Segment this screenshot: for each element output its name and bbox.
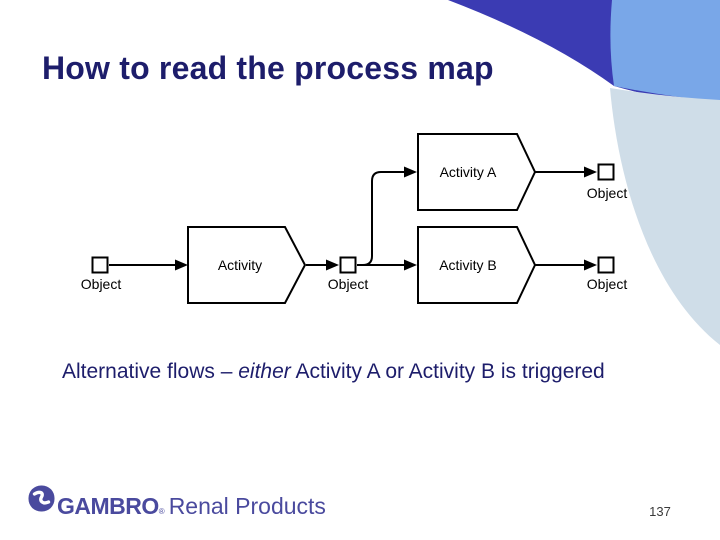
object-label-a: Object <box>586 185 628 201</box>
slide-title: How to read the process map <box>42 50 494 86</box>
logo-product-line: Renal Products <box>168 493 326 519</box>
object-square-left <box>91 256 109 274</box>
activity-a-label: Activity A <box>439 164 497 180</box>
corner-decoration <box>448 0 720 345</box>
caption: Alternative flows – either Activity A or… <box>62 360 702 384</box>
connector-object-mid-to-activity-a <box>357 166 417 266</box>
activity-label: Activity <box>217 257 263 273</box>
company-logo: GAMBRO®Renal Products <box>28 485 326 520</box>
logo-text: GAMBRO®Renal Products <box>57 493 326 520</box>
caption-suffix: Activity A or Activity B is triggered <box>290 360 605 383</box>
activity-b-shape <box>417 226 537 304</box>
gambro-swirl-icon <box>28 485 55 512</box>
object-label-b: Object <box>586 276 628 292</box>
caption-italic-word: either <box>238 360 291 383</box>
decor-circle-pale <box>610 88 720 345</box>
page-number: 137 <box>649 504 671 519</box>
object-label-left: Object <box>80 276 122 292</box>
object-square-b <box>597 256 615 274</box>
decor-circle-medium <box>610 0 720 102</box>
object-square-mid <box>339 256 357 274</box>
activity-shape <box>187 226 307 304</box>
caption-prefix: Alternative flows – <box>62 360 239 383</box>
registered-mark: ® <box>158 507 165 516</box>
activity-b-label: Activity B <box>439 257 497 273</box>
activity-a-shape <box>417 133 537 211</box>
logo-brand: GAMBRO <box>57 493 159 519</box>
object-label-mid: Object <box>327 276 369 292</box>
object-square-a <box>597 163 615 181</box>
